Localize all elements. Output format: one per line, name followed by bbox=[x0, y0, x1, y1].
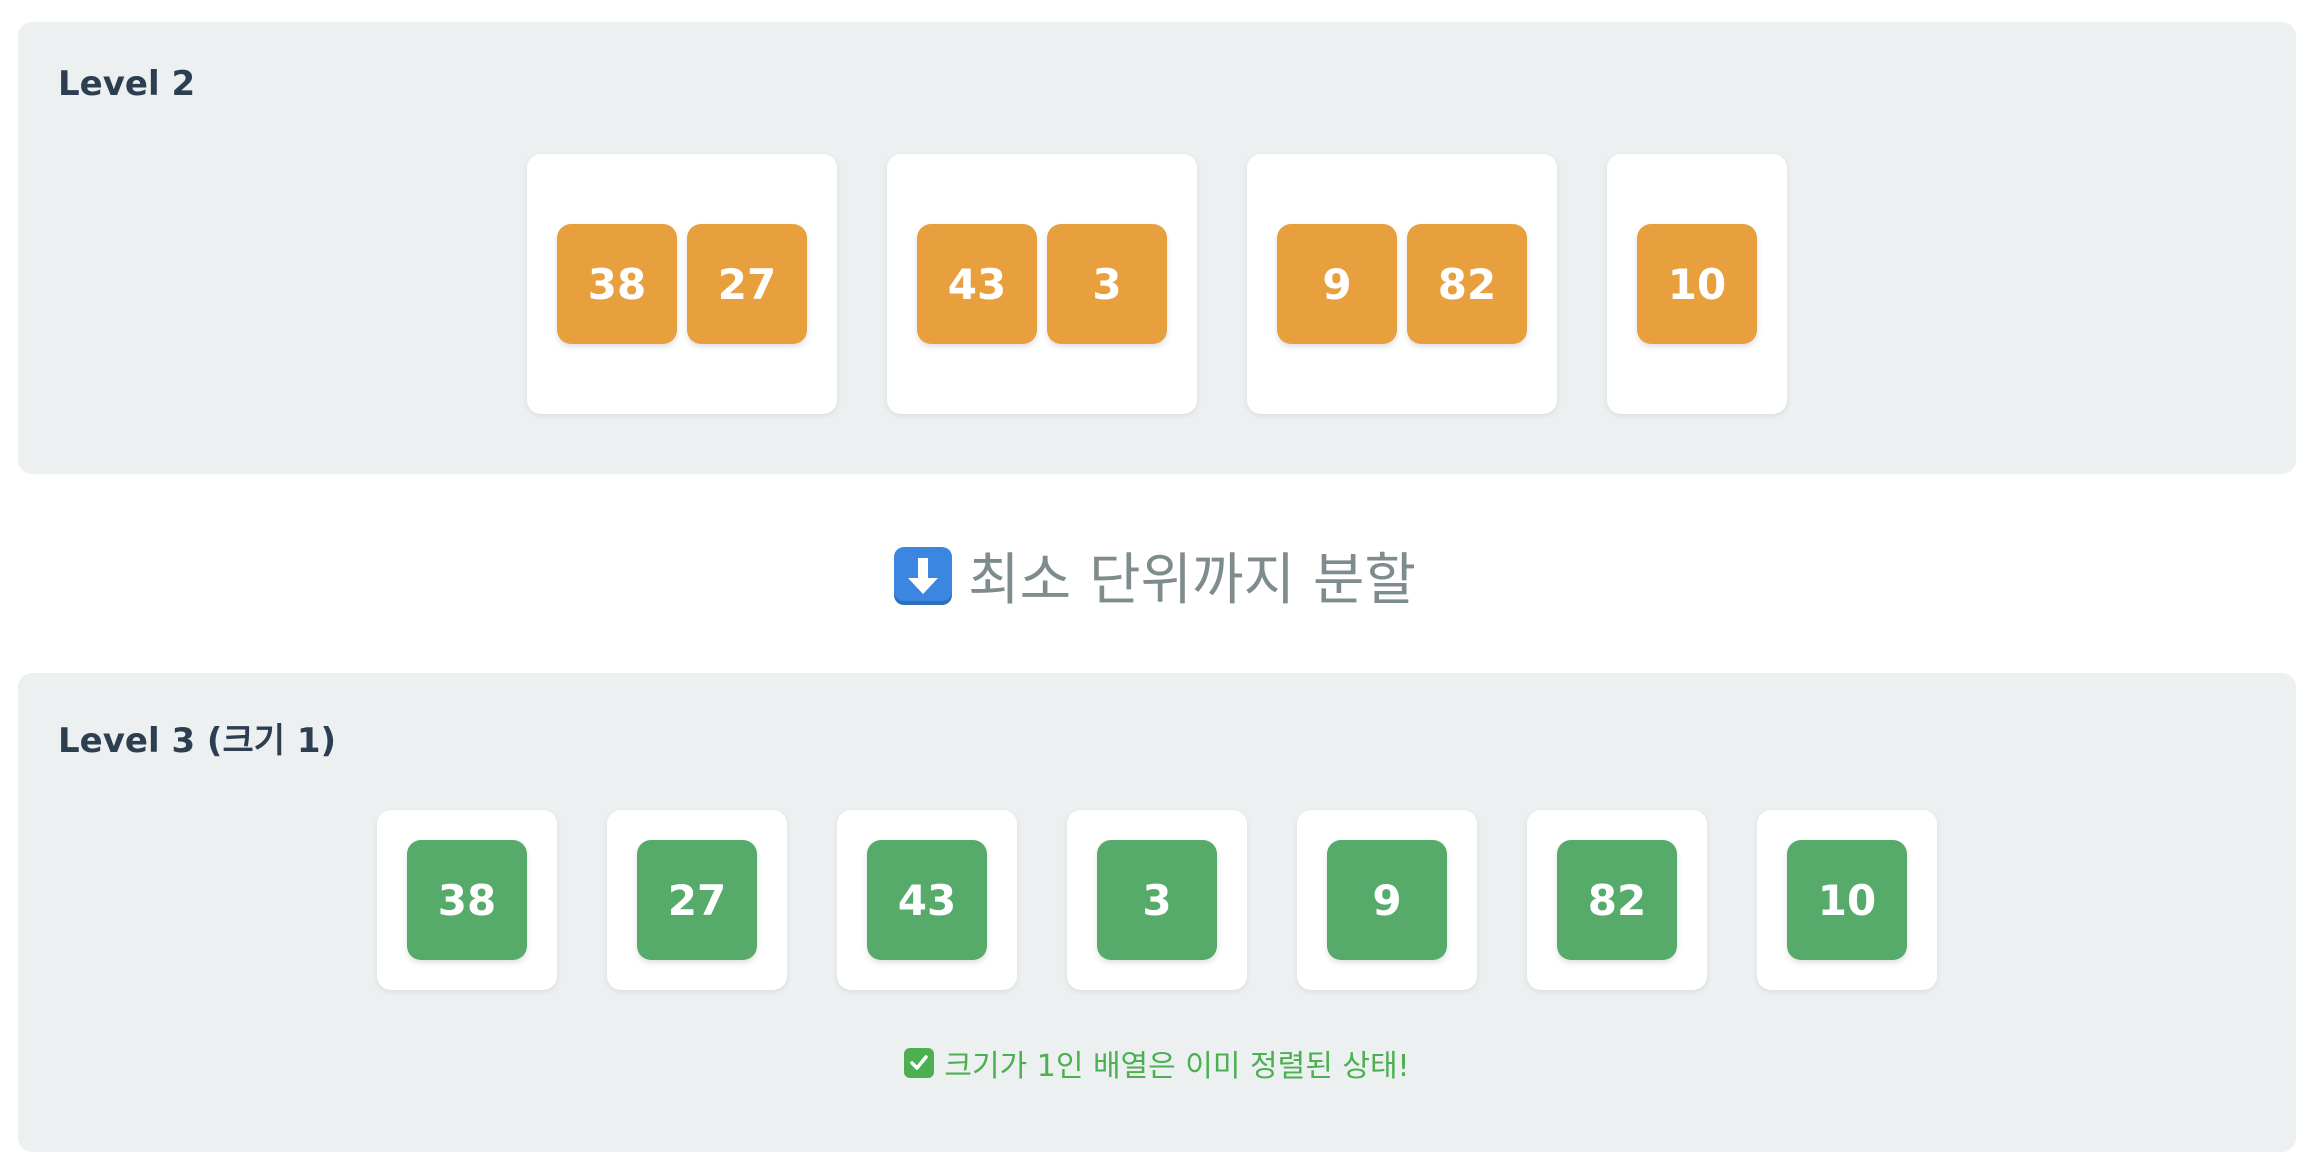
array-cell: 9 bbox=[1277, 224, 1397, 344]
level-3-group: 10 bbox=[1757, 810, 1937, 990]
sorted-note-text: 크기가 1인 배열은 이미 정렬된 상태! bbox=[944, 1049, 1410, 1084]
level-3-group: 3 bbox=[1067, 810, 1247, 990]
array-cell: 82 bbox=[1557, 840, 1677, 960]
array-cell: 38 bbox=[557, 224, 677, 344]
array-cell: 43 bbox=[867, 840, 987, 960]
level-3-group: 27 bbox=[607, 810, 787, 990]
array-cell: 27 bbox=[637, 840, 757, 960]
array-cell: 10 bbox=[1637, 224, 1757, 344]
level-3-group: 82 bbox=[1527, 810, 1707, 990]
down-arrow-icon bbox=[894, 546, 953, 605]
level-2-title: Level 2 bbox=[58, 64, 196, 104]
array-cell: 9 bbox=[1327, 840, 1447, 960]
level-2-groups: 38 27 43 3 9 82 10 bbox=[18, 154, 2296, 414]
split-caption: 최소 단위까지 분할 bbox=[0, 535, 2310, 616]
level-3-group: 43 bbox=[837, 810, 1017, 990]
level-3-title: Level 3 (크기 1) bbox=[58, 721, 337, 761]
array-cell: 82 bbox=[1407, 224, 1527, 344]
level-2-group-4: 10 bbox=[1607, 154, 1787, 414]
level-3-groups: 38 27 43 3 9 82 10 bbox=[18, 810, 2296, 990]
level-3-group: 38 bbox=[377, 810, 557, 990]
level-3-panel: Level 3 (크기 1) 38 27 43 3 9 82 10 크기가 1인… bbox=[18, 673, 2296, 1152]
array-cell: 43 bbox=[917, 224, 1037, 344]
sorted-note: 크기가 1인 배열은 이미 정렬된 상태! bbox=[18, 1041, 2296, 1085]
check-icon bbox=[904, 1048, 935, 1078]
array-cell: 10 bbox=[1787, 840, 1907, 960]
level-2-group-3: 9 82 bbox=[1247, 154, 1557, 414]
level-2-group-1: 38 27 bbox=[527, 154, 837, 414]
level-2-panel: Level 2 38 27 43 3 9 82 10 bbox=[18, 22, 2296, 474]
array-cell: 38 bbox=[407, 840, 527, 960]
level-2-group-2: 43 3 bbox=[887, 154, 1197, 414]
level-3-group: 9 bbox=[1297, 810, 1477, 990]
split-caption-text: 최소 단위까지 분할 bbox=[968, 548, 1416, 613]
array-cell: 3 bbox=[1097, 840, 1217, 960]
array-cell: 27 bbox=[687, 224, 807, 344]
array-cell: 3 bbox=[1047, 224, 1167, 344]
